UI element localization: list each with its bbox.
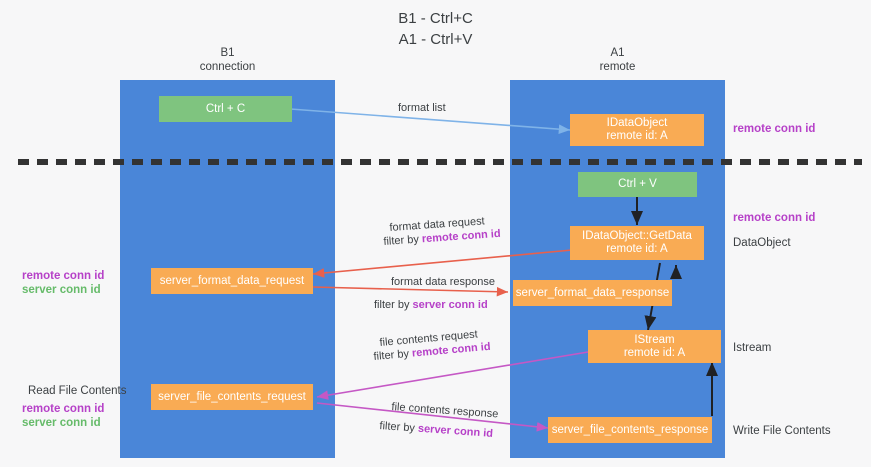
edge-label-format-data-response: format data response — [391, 276, 495, 288]
annotation-istream: Istream — [733, 342, 772, 354]
filter-key-remote-conn-id: remote conn id — [421, 227, 501, 246]
edge-label-format-list: format list — [398, 102, 446, 114]
node-server-format-data-request[interactable]: server_format_data_request — [151, 268, 313, 294]
node-server-file-contents-response[interactable]: server_file_contents_response — [548, 417, 712, 443]
filter-prefix: filter by — [379, 419, 419, 435]
annotation-read-file-contents: Read File Contents — [28, 385, 127, 397]
edge-label-file-contents-response: file contents response — [391, 400, 499, 421]
annotation-write-file-contents: Write File Contents — [733, 425, 831, 437]
annotation-dataobject: DataObject — [733, 237, 791, 249]
node-istream[interactable]: IStream remote id: A — [588, 330, 721, 363]
filter-key-server-conn-id: server conn id — [412, 299, 488, 311]
node-idataobject-getdata[interactable]: IDataObject::GetData remote id: A — [570, 226, 704, 260]
annotation-left-remote-conn-id-2: remote conn id — [22, 403, 105, 415]
filter-prefix: filter by — [374, 299, 413, 311]
annotation-left-server-conn-id-2: server conn id — [22, 417, 101, 429]
swimlane-header-b1: B1 connection — [199, 47, 256, 73]
node-server-format-data-response[interactable]: server_format_data_response — [513, 280, 672, 306]
annotation-remote-conn-id-mid: remote conn id — [733, 212, 816, 224]
swimlane-header-a1: A1 remote — [599, 47, 636, 73]
edge-label-file-contents-response-filter: filter by server conn id — [379, 419, 493, 441]
filter-key-server-conn-id: server conn id — [417, 422, 494, 440]
node-idataobject[interactable]: IDataObject remote id: A — [570, 114, 704, 146]
node-ctrl-c[interactable]: Ctrl + C — [159, 96, 292, 122]
filter-prefix: filter by — [373, 347, 413, 363]
edge-label-format-data-response-filter: filter by server conn id — [374, 298, 488, 312]
annotation-remote-conn-id-top: remote conn id — [733, 123, 816, 135]
annotation-left-server-conn-id: server conn id — [22, 284, 101, 296]
node-server-file-contents-request[interactable]: server_file_contents_request — [151, 384, 313, 410]
filter-prefix: filter by — [383, 233, 423, 248]
node-ctrl-v[interactable]: Ctrl + V — [578, 172, 697, 197]
page-title: B1 - Ctrl+C A1 - Ctrl+V — [398, 10, 473, 48]
annotation-left-remote-conn-id: remote conn id — [22, 270, 105, 282]
